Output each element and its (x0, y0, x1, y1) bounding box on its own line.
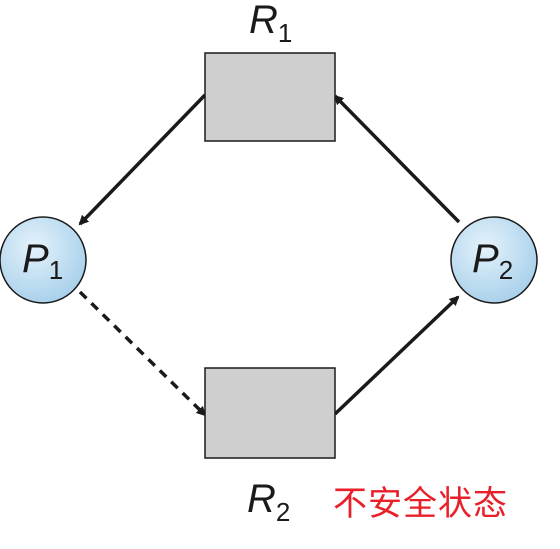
process-p1-label: P1 (22, 237, 63, 285)
edge-p2-to-r1 (333, 94, 461, 224)
edge-p1-to-r2 (78, 290, 207, 417)
edge-r1-to-p1 (78, 93, 207, 226)
resource-r1-box (204, 52, 336, 142)
process-p2-circle (450, 216, 538, 304)
process-p1-circle (0, 216, 87, 304)
process-p2-label: P2 (472, 237, 513, 285)
resource-r1-label: R1 (249, 0, 292, 48)
resource-r2-box (204, 367, 336, 459)
unsafe-state-caption: 不安全状态 (333, 484, 508, 524)
edge-r2-to-p2 (333, 295, 460, 416)
resource-r2-label: R2 (247, 477, 290, 527)
